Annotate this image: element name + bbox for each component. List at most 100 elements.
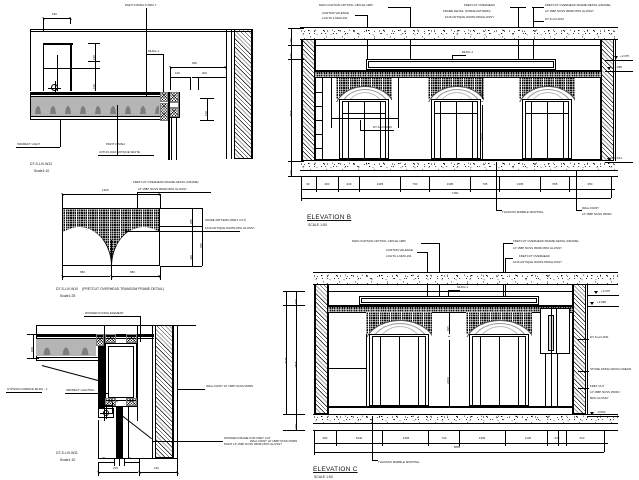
dim-50: 50: [115, 398, 119, 403]
hdim-c-0: 350: [322, 436, 328, 440]
label-fretcut-title: FRETCUT OVERHEAD FRAME DETAIL (FRAME): [133, 180, 199, 184]
detail-tag-w11: DT-S-LIV-W11: [56, 451, 78, 455]
hdim-b-3: 1305: [376, 182, 384, 186]
dim-300: 300: [192, 60, 197, 65]
dim-2895-b: 2895: [288, 110, 293, 117]
label-wall-paint-c: WALL PAINT LP 158P NCSS 0500N: [250, 439, 298, 443]
level-marker-b2: +2.995: [613, 65, 623, 69]
dim-150-b1: 150: [288, 53, 293, 58]
label-fretcut-overhead-b: FRETCUT OVERHEAD: [464, 2, 495, 7]
detail-tag-w10-desc: (FRETCUT OVERHEAD TRANSOM FRAME DETAIL): [82, 287, 164, 291]
label-curtain-valence-b2: LOLITA 1-6400-191: [322, 16, 348, 20]
label-gypsum-cornice: GYPSUM CORNICE MLDG - 1: [7, 387, 48, 391]
hdim-c-4: 1305: [478, 436, 486, 440]
elevation-b-scale: SCALE 1:50: [308, 223, 327, 227]
label-mldg-1-tl: MLDG-1: [148, 49, 160, 53]
label-curtain-valence-b: CURTAIN VALENCE: [322, 11, 349, 15]
label-wooden-fixing: WOODEN FIXING ELEMENT: [85, 311, 124, 315]
hdim-b-0: 30: [306, 182, 310, 186]
dim-695-c: 695: [446, 326, 450, 331]
elevation-c-scale: SCALE 1:50: [314, 475, 333, 479]
dim-650-right: 650: [130, 269, 135, 274]
dim-695-b: 695: [479, 91, 483, 96]
dim-255: 255: [189, 219, 193, 224]
dim-440: 440: [189, 255, 193, 260]
dim-650-left: 650: [80, 269, 85, 274]
dim-150-b2: 150: [288, 170, 293, 175]
elevation-b-title: ELEVATION B: [307, 214, 352, 221]
detail-tag-w10: DT-S-LIV-W10: [56, 287, 79, 291]
label-stone-finish-c: STONE FINISH MOKA CREAM: [590, 367, 632, 371]
dim-150-b: 150: [92, 84, 96, 89]
label-fretcut-frame-tag-b: DT-S-LIV-W12: [545, 17, 564, 21]
elevation-c-title: ELEVATION C: [313, 466, 358, 473]
hdim-c-total: 6895: [453, 445, 461, 449]
dim-2895-c: 2895: [293, 361, 298, 368]
label-fretcut-frame-b: FRETCUT OVERHEAD FRAME DETAIL (FRAME): [545, 2, 611, 7]
label-thassos-b: THASSOS MARBLE SKIRTING: [502, 210, 544, 214]
dim-100-a: 100: [92, 55, 96, 60]
hdim-b-5: 1305: [446, 182, 454, 186]
label-fret-cut-c: FRET CUT: [590, 384, 605, 388]
label-wooden-frame-2: PAINT LP 158P NCSS 0500N 80% GLOSSY: [224, 442, 283, 446]
label-fretcut-overhead-c2: 1016 ANTIQUE WHITE 80%GLOSSY: [513, 260, 563, 264]
label-main-curtain-b: MAIN CURTAIN CRYSTAL CIRCLE 1983: [319, 3, 373, 7]
dim-30: 30: [102, 455, 106, 460]
label-mldg-c: MLDG-1: [457, 285, 469, 289]
dim-210: 210: [154, 465, 159, 470]
dim-150-bl: 150: [30, 347, 34, 352]
dim-2150-b: 2150: [479, 133, 483, 140]
detail-tag-w12: DT-S-LIV-W12: [30, 162, 53, 166]
label-fretcut-spec: LP 158P NCSS 0500N 80% GLOSSY: [138, 187, 188, 191]
detail-scale-w12: Scale1:10: [34, 169, 50, 173]
label-curtain-valence-c: CURTAIN VALENCE: [386, 248, 413, 252]
hdim-c-7: 210: [579, 436, 585, 440]
level-marker-c3: -0.000: [597, 410, 606, 414]
hdim-b-1: 400: [324, 182, 330, 186]
dim-1300: 1300: [102, 187, 109, 192]
hdim-b-7: 1305: [516, 182, 524, 186]
dim-50-b: 50: [128, 455, 132, 460]
dim-150-top: 150: [52, 11, 57, 16]
dim-100-b: 100: [175, 70, 180, 75]
hdim-b-4: 730: [412, 182, 418, 186]
hdim-c-2: 1305: [402, 436, 410, 440]
label-wall-paint-bl: WALL PAINT LP 158P NCSS 0500N: [206, 384, 254, 388]
hdim-b-6: 735: [482, 182, 488, 186]
label-mldg-b: MLDG-1: [462, 50, 474, 54]
label-fret-cut-c2: LP 158P NCSS 0500N: [590, 390, 620, 394]
label-window-tag-c: DT-S-LIV-W11: [590, 335, 609, 339]
dim-695: 695: [199, 243, 203, 248]
dim-215: 215: [113, 465, 118, 470]
detail-scale-w11: Scale1:10: [60, 458, 76, 462]
hdim-c-6: 220: [554, 436, 560, 440]
label-main-curtain-c: MAIN CURTAIN CRYSTAL CIRCLE 1983: [352, 239, 406, 243]
label-wall-paint-b: WALL PAINT: [582, 206, 599, 210]
detail-scale-w10: Scale1:25: [60, 294, 76, 298]
dim-150-right: 150: [204, 111, 208, 116]
dim-70: 70: [101, 398, 105, 403]
level-marker-c1: +3.375: [601, 289, 611, 293]
label-paint-finish: PAINT FINISH: [106, 142, 125, 146]
hdim-b-total: 7160: [451, 191, 459, 195]
label-inside-pattern: INSIDE PATTERN (FRET CUT): [205, 218, 246, 222]
label-indirect-lighting: INDIRECT LIGHTING: [66, 388, 95, 392]
label-fretcut-overhead-b2: FRAME DETAIL (INSIDE PATTERN): [443, 9, 491, 13]
dim-260-b: 260: [288, 38, 293, 43]
label-fretcut-overhead-b3: 1016 ANTIQUE WHITE 80%GLOSSY: [445, 15, 495, 19]
label-fretcut-frame-b2: LP 158P NCSS 0500N 80% GLOSSY: [545, 9, 595, 13]
label-curtain-valence-c2: LOLITA 1-6400-191: [386, 253, 412, 258]
dim-2150-c: 2150: [446, 377, 450, 384]
level-marker-b3: -0.000 FFL: [608, 156, 623, 160]
hdim-c-3: 740: [441, 436, 447, 440]
label-indirect-light: INDIRECT LIGHT: [17, 142, 41, 146]
hdim-b-2: 440: [346, 182, 352, 186]
label-wooden-frame: WOODEN FRAME FOR FRET CUT: [224, 436, 271, 440]
dim-150-c2: 150: [293, 424, 298, 429]
level-marker-b1: +3.375: [620, 54, 630, 58]
hdim-b-9: 350: [587, 182, 593, 186]
label-paint-finish-top: PAINT FINISH S 0502 Y: [125, 2, 157, 7]
label-window-tag-b: DT-S-LIV-W10: [373, 125, 392, 129]
dim-150-c1: 150: [293, 299, 298, 304]
